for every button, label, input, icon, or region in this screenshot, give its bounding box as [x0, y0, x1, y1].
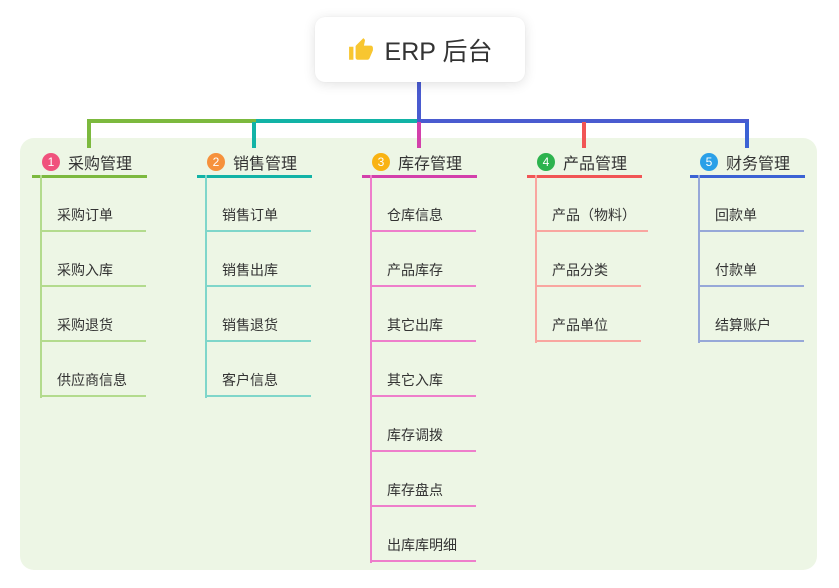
branch-finance: 5 财务管理 回款单 付款单 结算账户: [690, 148, 805, 343]
drop-connector-finance: [745, 122, 749, 148]
branch-rail-line: [698, 175, 700, 343]
root-title: ERP 后台: [384, 37, 493, 66]
node-payment-bill[interactable]: 付款单: [698, 262, 804, 287]
branch-number-badge: 4: [537, 152, 555, 171]
node-purchase-return[interactable]: 采购退货: [40, 317, 146, 342]
node-receipt-bill[interactable]: 回款单: [698, 207, 804, 232]
drop-connector-sales: [252, 122, 256, 148]
branch-title-underline: [32, 175, 147, 178]
trunk-connector-sales: [252, 119, 421, 123]
node-sales-outbound[interactable]: 销售出库: [205, 262, 311, 287]
branch-title-inventory[interactable]: 3 库存管理: [362, 148, 477, 175]
node-warehouse-info[interactable]: 仓库信息: [370, 207, 476, 232]
branch-title-sales[interactable]: 2 销售管理: [197, 148, 312, 175]
trunk-connector-right: [417, 119, 749, 123]
node-other-inbound[interactable]: 其它入库: [370, 372, 476, 397]
branch-sales: 2 销售管理 销售订单 销售出库 销售退货 客户信息: [197, 148, 312, 398]
node-other-outbound[interactable]: 其它出库: [370, 317, 476, 342]
drop-connector-inventory: [417, 122, 421, 148]
branch-number-badge: 1: [42, 152, 60, 171]
node-customer-info[interactable]: 客户信息: [205, 372, 311, 397]
branch-number-badge: 3: [372, 152, 390, 171]
node-stock-transfer[interactable]: 库存调拨: [370, 427, 476, 452]
branch-number-badge: 2: [207, 152, 225, 171]
node-product-category[interactable]: 产品分类: [535, 262, 641, 287]
node-sales-order[interactable]: 销售订单: [205, 207, 311, 232]
node-product-material[interactable]: 产品（物料）: [535, 207, 648, 232]
branch-title-label: 销售管理: [233, 155, 298, 173]
branch-title-underline: [527, 175, 642, 178]
trunk-connector-purchase: [87, 119, 256, 123]
branch-title-underline: [362, 175, 477, 178]
node-supplier-info[interactable]: 供应商信息: [40, 372, 146, 397]
branch-number-badge: 5: [700, 152, 718, 171]
branch-title-label: 采购管理: [68, 155, 133, 173]
node-sales-return[interactable]: 销售退货: [205, 317, 311, 342]
node-settlement-account[interactable]: 结算账户: [698, 317, 804, 342]
branches-panel: [20, 138, 817, 570]
branch-rail-line: [370, 175, 372, 563]
branch-title-label: 财务管理: [726, 155, 791, 173]
branch-purchase: 1 采购管理 采购订单 采购入库 采购退货 供应商信息: [32, 148, 147, 398]
node-purchase-order[interactable]: 采购订单: [40, 207, 146, 232]
node-stock-taking[interactable]: 库存盘点: [370, 482, 476, 507]
root-node[interactable]: ERP 后台: [315, 17, 525, 82]
drop-connector-product: [582, 122, 586, 148]
node-product-unit[interactable]: 产品单位: [535, 317, 641, 342]
drop-connector-purchase: [87, 122, 91, 148]
branch-title-underline: [690, 175, 805, 178]
branch-title-label: 产品管理: [563, 155, 628, 173]
branch-title-product[interactable]: 4 产品管理: [527, 148, 642, 175]
node-purchase-inbound[interactable]: 采购入库: [40, 262, 146, 287]
branch-title-finance[interactable]: 5 财务管理: [690, 148, 805, 175]
branch-title-underline: [197, 175, 312, 178]
branch-product: 4 产品管理 产品（物料） 产品分类 产品单位: [527, 148, 648, 343]
branch-rail-line: [535, 175, 537, 343]
node-outbound-detail[interactable]: 出库库明细: [370, 537, 476, 562]
branch-inventory: 3 库存管理 仓库信息 产品库存 其它出库 其它入库 库存调拨 库存盘点 出库库…: [362, 148, 477, 563]
root-trunk-line: [417, 81, 421, 122]
thumbs-up-icon: [348, 37, 374, 63]
node-product-stock[interactable]: 产品库存: [370, 262, 476, 287]
branch-title-label: 库存管理: [398, 155, 463, 173]
branch-title-purchase[interactable]: 1 采购管理: [32, 148, 147, 175]
